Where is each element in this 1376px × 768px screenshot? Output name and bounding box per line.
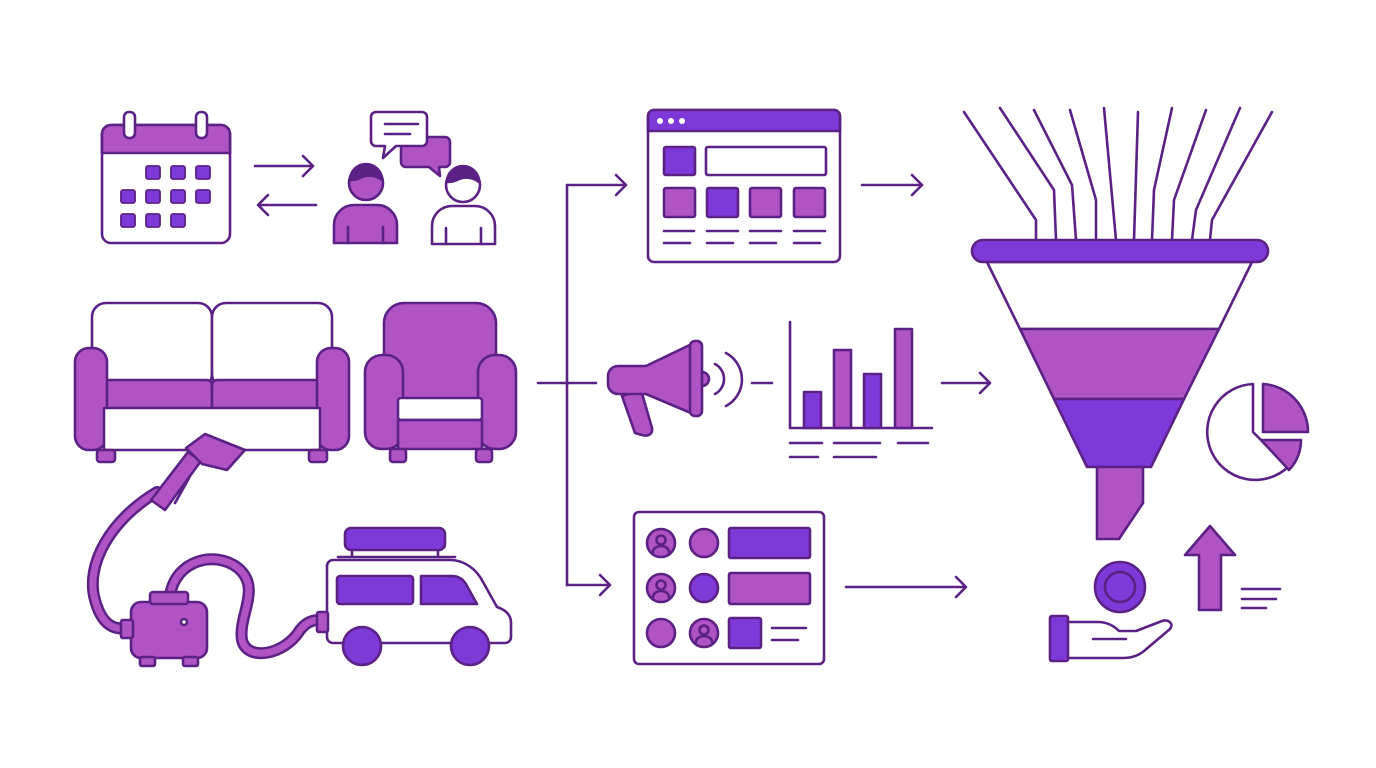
chat-bubbles-icon [369,110,452,178]
branch-connector [536,173,628,597]
arrow-to-funnel [844,575,968,599]
exchange-arrows-icon [253,154,318,217]
person-icon [430,164,497,246]
armchair-icon [363,301,518,464]
vacuum-extractor-icon [86,432,331,668]
arrow-to-funnel [940,371,992,395]
funnel-icon [962,106,1274,541]
van-icon [315,526,513,667]
pie-chart-icon [1205,382,1310,482]
social-profiles-panel-icon [632,510,826,666]
arrow-to-funnel [860,173,924,197]
bar-chart-icon [788,320,934,459]
calendar-icon [100,110,232,245]
growth-arrow-icon [1183,524,1282,612]
person-icon [332,162,399,245]
browser-window-icon [646,108,842,264]
megaphone-icon [606,339,774,437]
coin-in-hand-icon [1048,560,1173,663]
